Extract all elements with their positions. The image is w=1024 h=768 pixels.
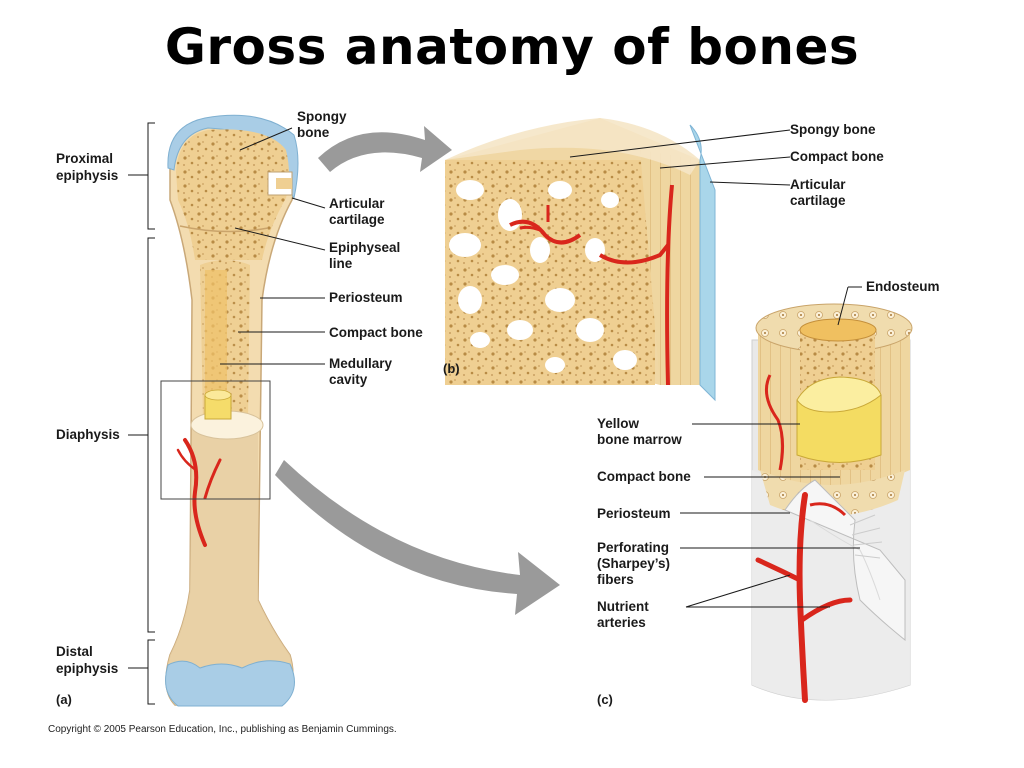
- zoom-arrow-to-b: [318, 126, 452, 172]
- zoom-arrow-to-c: [275, 460, 560, 615]
- label-c-nutrient-arteries: Nutrient arteries: [597, 599, 653, 630]
- panel-label-c: (c): [597, 692, 613, 707]
- copyright-notice: Copyright © 2005 Pearson Education, Inc.…: [48, 724, 397, 735]
- label-a-epiphyseal-line: Epiphyseal line: [329, 240, 404, 271]
- label-a-compact-bone: Compact bone: [329, 325, 423, 340]
- label-distal-epiphysis: Distal epiphysis: [56, 644, 118, 676]
- label-c-perforating-fibers: Perforating (Sharpey’s) fibers: [597, 540, 674, 587]
- page-title: Gross anatomy of bones: [164, 18, 860, 76]
- label-b-compact-bone: Compact bone: [790, 149, 884, 164]
- diaphysis-section: [751, 303, 913, 703]
- label-a-articular-cartilage: Articular cartilage: [329, 196, 388, 227]
- panel-label-a: (a): [56, 692, 72, 707]
- label-b-spongy-bone: Spongy bone: [790, 122, 876, 137]
- label-diaphysis: Diaphysis: [56, 427, 120, 442]
- spongy-bone-block: [445, 118, 716, 402]
- label-c-periosteum: Periosteum: [597, 506, 671, 521]
- label-a-periosteum: Periosteum: [329, 290, 403, 305]
- label-b-articular-cartilage: Articular cartilage: [790, 177, 849, 208]
- label-c-compact-bone: Compact bone: [597, 469, 691, 484]
- label-proximal-epiphysis: Proximal epiphysis: [56, 151, 118, 183]
- label-c-yellow-bone-marrow: Yellow bone marrow: [597, 416, 682, 447]
- label-c-endosteum: Endosteum: [866, 279, 940, 294]
- long-bone-illustration: [128, 114, 299, 707]
- panel-label-b: (b): [443, 361, 460, 376]
- label-a-spongy-bone: Spongy bone: [297, 109, 350, 140]
- label-a-medullary-cavity: Medullary cavity: [329, 356, 396, 387]
